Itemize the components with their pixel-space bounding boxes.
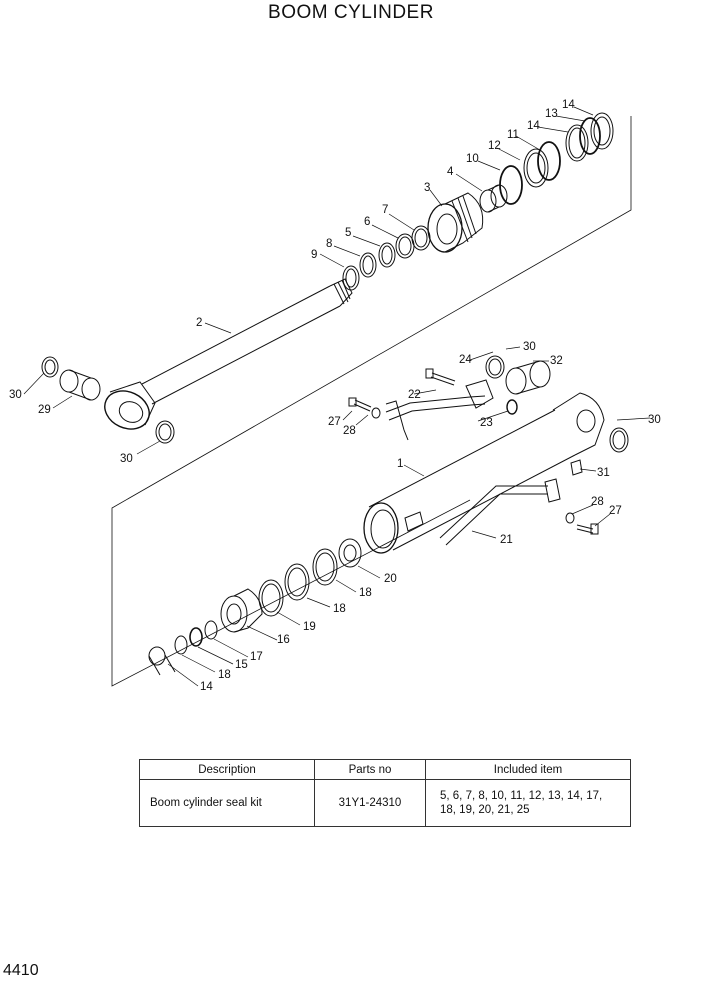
callout: 6 [364,216,370,228]
callout: 27 [328,416,341,428]
rod-group-frame [111,116,632,687]
callout: 23 [480,417,493,429]
callout: 18 [218,669,231,681]
wear-rings-20-19 [258,548,338,617]
bushing-29 [59,369,101,401]
callout: 20 [384,573,397,585]
callout: 24 [459,354,472,366]
callout: 7 [382,204,388,216]
callout: 27 [609,505,622,517]
callout: 16 [277,634,290,646]
callout: 13 [545,108,558,120]
callout: 22 [408,389,421,401]
callout: 15 [235,659,248,671]
callout: 30 [523,341,536,353]
callout: 14 [562,99,575,111]
callout: 18 [359,587,372,599]
cushion-ring-15 [148,646,176,676]
bolts-27-28 [348,368,599,535]
callout-labels: 2 30 29 30 9 8 5 6 7 3 4 10 12 11 14 13 … [9,99,661,693]
cell-included-item: 5, 6, 7, 8, 10, 11, 12, 13, 14, 17, 18, … [425,779,631,827]
callout: 30 [120,453,133,465]
callout: 28 [591,496,604,508]
seal-rings-10-14 [499,112,614,205]
callout: 31 [597,467,610,479]
callout: 10 [466,153,479,165]
rod-cover [427,192,484,253]
pipe-24 [385,379,494,441]
callout: 32 [550,355,563,367]
included-items-line-1: 5, 6, 7, 8, 10, 11, 12, 13, 14, 17, [440,790,603,802]
tube-fittings [404,459,583,532]
o-ring-25 [506,399,518,415]
callout: 28 [343,425,356,437]
rod-eye [104,381,156,430]
callout: 19 [303,621,316,633]
table-row: Boom cylinder seal kit 31Y1-24310 5, 6, … [139,779,631,827]
callout: 29 [38,404,51,416]
callout: 14 [200,681,213,693]
callout: 17 [250,651,263,663]
callout: 12 [488,140,501,152]
piston-16 [220,588,263,633]
callout: 1 [397,458,403,470]
callout: 11 [507,129,519,141]
bushing-32 [505,360,551,395]
column-header-parts-no: Parts no [314,759,426,780]
included-items-line-2: 18, 19, 20, 21, 25 [440,804,530,816]
seal-kit-table: Description Parts no Included item Boom … [139,759,631,827]
callout: 5 [345,227,351,239]
table-header-row: Description Parts no Included item [139,759,631,780]
column-header-included-item: Included item [425,759,631,780]
bushing-4 [479,184,508,213]
rod-seal-rings [342,225,431,291]
dust-seal-30-tube [485,355,629,453]
cell-description: Boom cylinder seal kit [139,779,315,827]
dust-seal-30-left [41,356,59,378]
page-number: 4410 [3,962,39,979]
callout: 9 [311,249,317,261]
callout: 21 [500,534,513,546]
cell-parts-no: 31Y1-24310 [314,779,426,827]
exploded-parts-diagram: 2 30 29 30 9 8 5 6 7 3 4 10 12 11 14 13 … [9,99,661,693]
piston-nut-22 [338,538,362,568]
rings-17-18 [174,620,218,655]
dust-seal-30-lower [155,420,175,444]
cylinder-tube [363,392,605,554]
piston-rod [141,278,353,405]
callout: 18 [333,603,346,615]
leader-lines [23,106,651,687]
callout: 8 [326,238,332,250]
callout: 30 [648,414,661,426]
column-header-description: Description [139,759,315,780]
callout: 30 [9,389,22,401]
pipe-23 [439,478,561,546]
page-title: BOOM CYLINDER [268,2,434,23]
callout: 2 [196,317,202,329]
callout: 3 [424,182,430,194]
callout: 14 [527,120,540,132]
callout: 4 [447,166,454,178]
